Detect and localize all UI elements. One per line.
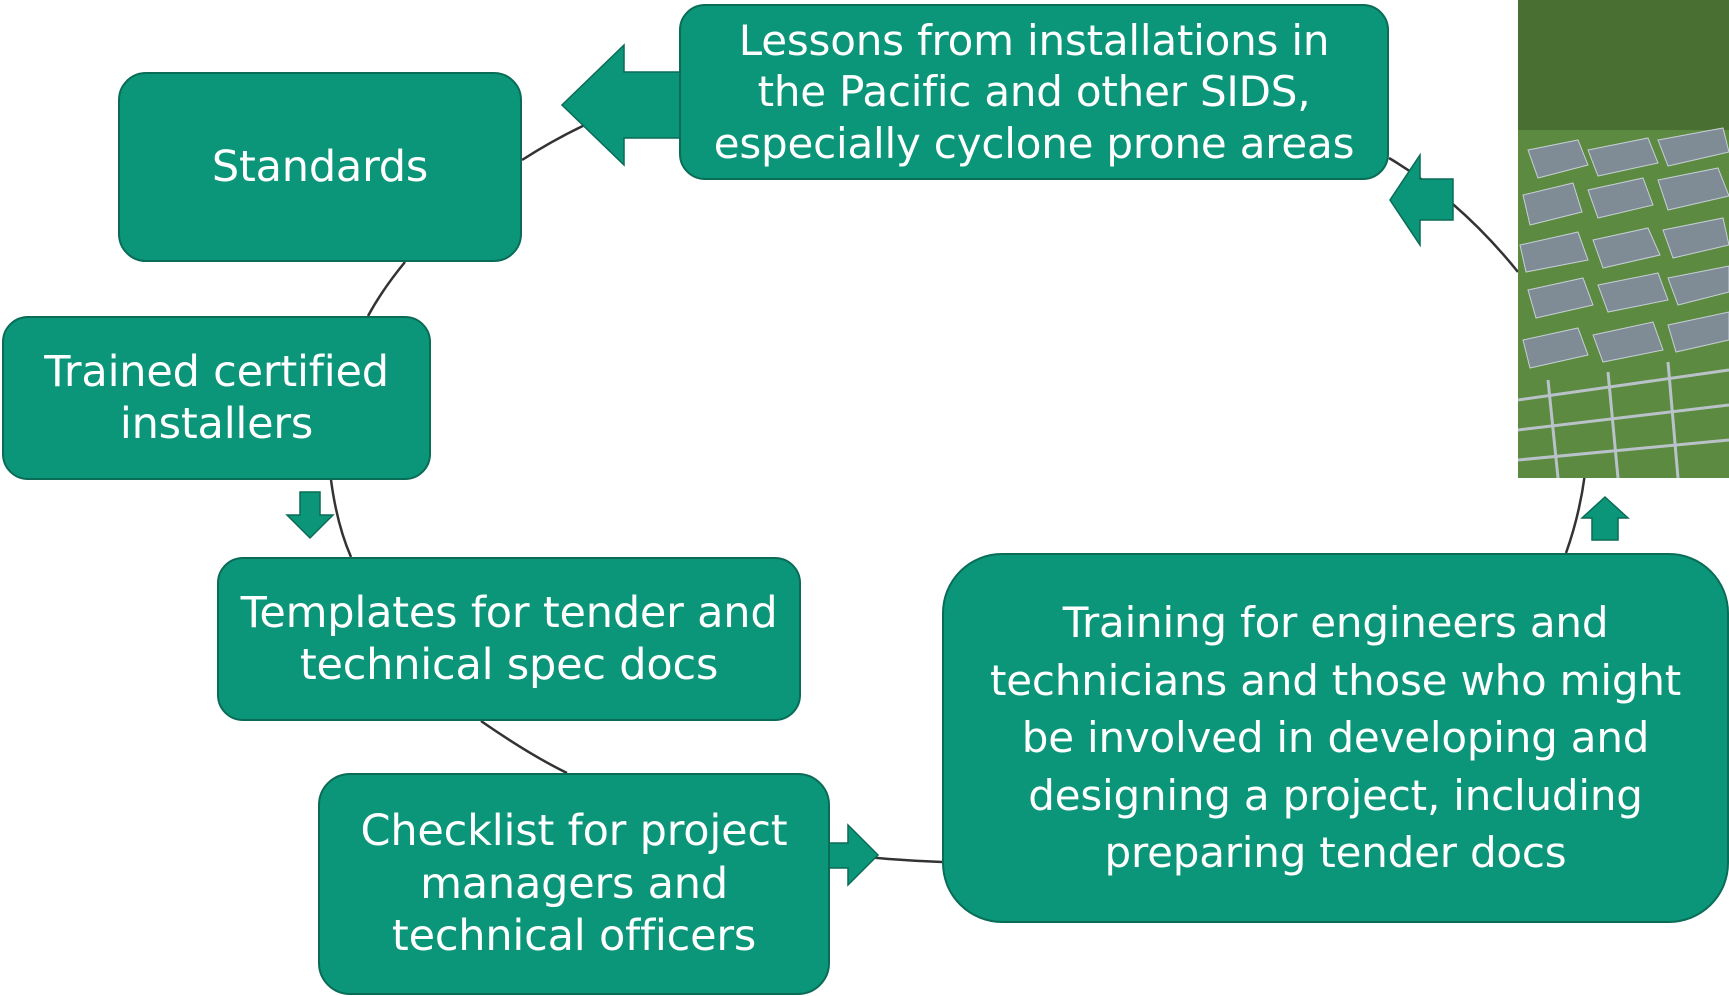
arrow-left-icon <box>560 43 683 167</box>
photo-image-icon <box>1518 0 1729 478</box>
connector-line <box>1388 156 1519 273</box>
solar-damage-photo <box>1518 0 1729 478</box>
templates-node: Templates for tender and technical spec … <box>217 557 801 721</box>
installers-node: Trained certified installers <box>2 316 431 480</box>
connector-line <box>329 479 353 558</box>
lessons-node: Lessons from installations in the Pacifi… <box>679 4 1389 180</box>
arrow-up-icon <box>1580 495 1630 541</box>
training-node: Training for engineers and technicians a… <box>942 553 1729 923</box>
standards-node: Standards <box>118 72 522 262</box>
connector-line <box>366 261 406 317</box>
checklist-node: Checklist for project managers and techn… <box>318 773 830 995</box>
arrow-down-icon <box>285 491 335 540</box>
arrow-right-icon <box>825 823 880 887</box>
arrow-left-icon <box>1389 152 1454 248</box>
connector-line <box>480 719 568 775</box>
